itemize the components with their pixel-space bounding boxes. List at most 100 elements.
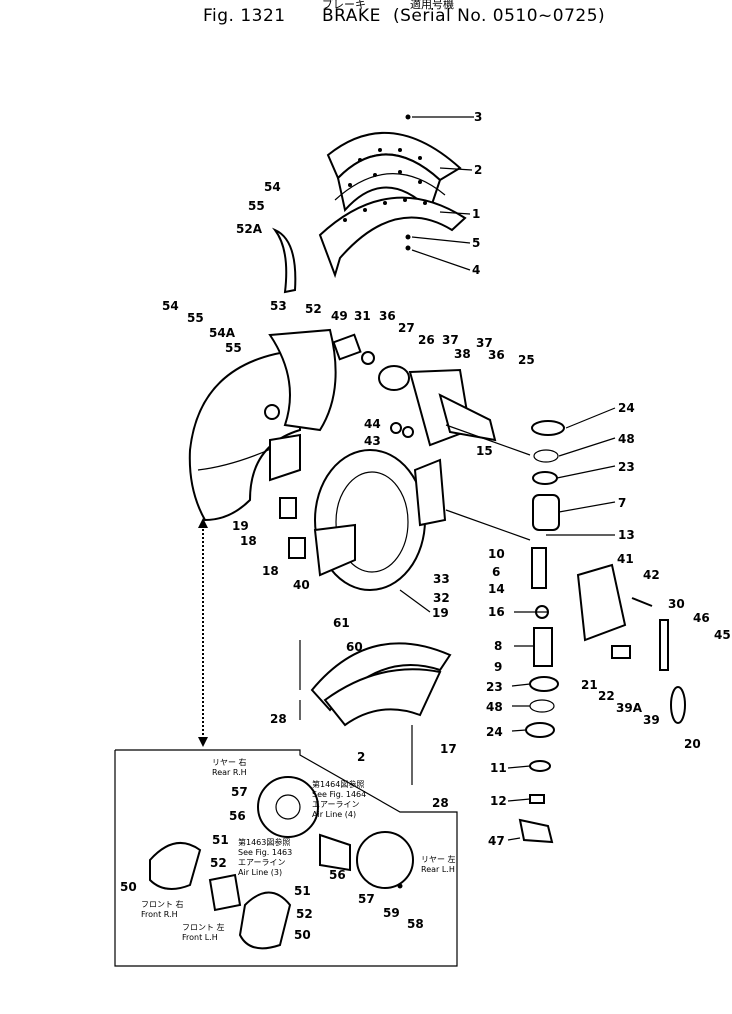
callout-51-inset: 51 (294, 884, 311, 898)
inset-frame (114, 749, 458, 967)
callout-61: 61 (333, 616, 350, 630)
slack-adjuster-drawing (576, 563, 686, 724)
callout-17: 17 (440, 742, 457, 756)
callout-37: 37 (442, 333, 459, 347)
callout-14: 14 (488, 582, 505, 596)
callout-44: 44 (364, 417, 381, 431)
callout-28-lower: 28 (432, 796, 449, 810)
lower-brake-shoe-drawing (299, 640, 452, 785)
callout-32: 32 (433, 591, 450, 605)
callout-19-lower: 19 (432, 606, 449, 620)
callout-26: 26 (418, 333, 435, 347)
callout-2-lower: 2 (357, 750, 366, 764)
chamber-parts-drawing (332, 333, 497, 447)
callout-39: 39 (643, 713, 660, 727)
note-rear-rh: リヤー 右 Rear R.H (212, 758, 247, 777)
callout-6: 6 (492, 565, 501, 579)
callout-47: 47 (488, 834, 505, 848)
callout-39A: 39A (616, 701, 642, 715)
callout-45: 45 (714, 628, 731, 642)
callout-5: 5 (472, 236, 481, 250)
callout-55-left: 55 (187, 311, 204, 325)
page-title: BRAKE (322, 6, 381, 26)
callout-31: 31 (354, 309, 371, 323)
callout-12: 12 (490, 794, 507, 808)
callout-54: 54 (264, 180, 281, 194)
callout-18-lower: 18 (262, 564, 279, 578)
callout-40: 40 (293, 578, 310, 592)
callout-2: 2 (474, 163, 483, 177)
callout-18: 18 (240, 534, 257, 548)
serial-range: (Serial No. 0510~0725) (393, 6, 606, 26)
brake-lining-drawing (318, 114, 467, 279)
figure-number: Fig. 1321 (203, 6, 286, 26)
callout-3: 3 (474, 110, 483, 124)
callout-53: 53 (270, 299, 287, 313)
note-front-lh: フロント 左 Front L.H (182, 923, 225, 942)
callout-23: 23 (618, 460, 635, 474)
callout-48-lower: 48 (486, 700, 503, 714)
callout-4: 4 (472, 263, 481, 277)
note-see-fig-1464: 第1464図参照 See Fig. 1464 エアーライン Air Line (… (312, 780, 367, 819)
callout-1: 1 (472, 207, 481, 221)
callout-56: 56 (229, 809, 246, 823)
brake-carrier-drawing (279, 449, 447, 591)
double-arrow (198, 518, 208, 747)
callout-28: 28 (270, 712, 287, 726)
callout-59: 59 (383, 906, 400, 920)
note-rear-lh: リヤー 左 Rear L.H (421, 855, 456, 874)
callout-50-inset: 50 (294, 928, 311, 942)
callout-21: 21 (581, 678, 598, 692)
callout-30: 30 (668, 597, 685, 611)
callout-54A: 54A (209, 326, 235, 340)
callout-13: 13 (618, 528, 635, 542)
callout-56-inset: 56 (329, 868, 346, 882)
callout-60: 60 (346, 640, 363, 654)
header-jp-serial: 適用号機 (410, 0, 454, 11)
callout-52-inset: 52 (210, 856, 227, 870)
callout-25: 25 (518, 353, 535, 367)
callout-49: 49 (331, 309, 348, 323)
note-see-fig-1463: 第1463図参照 See Fig. 1463 エアーライン Air Line (… (238, 838, 293, 877)
note-front-rh: フロント 右 Front R.H (141, 900, 184, 919)
callout-54-left: 54 (162, 299, 179, 313)
callout-24-lower: 24 (486, 725, 503, 739)
callout-57: 57 (231, 785, 248, 799)
callout-55: 55 (248, 199, 265, 213)
callout-24: 24 (618, 401, 635, 415)
callout-36: 36 (379, 309, 396, 323)
brake-drum-drawing (188, 227, 337, 522)
leader-lines (299, 116, 616, 841)
callout-19: 19 (232, 519, 249, 533)
callout-52: 52 (305, 302, 322, 316)
callout-38: 38 (454, 347, 471, 361)
callout-27: 27 (398, 321, 415, 335)
callout-57-inset: 57 (358, 892, 375, 906)
callout-23-lower: 23 (486, 680, 503, 694)
header-jp-title: ブレーキ (322, 0, 366, 11)
callout-52A: 52A (236, 222, 262, 236)
callout-58: 58 (407, 917, 424, 931)
callout-55-mid: 55 (225, 341, 242, 355)
callout-20: 20 (684, 737, 701, 751)
callout-43: 43 (364, 434, 381, 448)
callout-7: 7 (618, 496, 627, 510)
callout-42: 42 (643, 568, 660, 582)
callout-48: 48 (618, 432, 635, 446)
callout-16: 16 (488, 605, 505, 619)
camshaft-stack-drawing (518, 420, 565, 844)
callout-10: 10 (488, 547, 505, 561)
callout-50: 50 (120, 880, 137, 894)
callout-52-inset-lower: 52 (296, 907, 313, 921)
callout-37-right: 37 (476, 336, 493, 350)
inset-air-chamber-drawing (149, 776, 414, 950)
callout-36-right: 36 (488, 348, 505, 362)
callout-9: 9 (494, 660, 503, 674)
callout-46: 46 (693, 611, 710, 625)
callout-8: 8 (494, 639, 503, 653)
callout-41: 41 (617, 552, 634, 566)
callout-11: 11 (490, 761, 507, 775)
callout-15: 15 (476, 444, 493, 458)
